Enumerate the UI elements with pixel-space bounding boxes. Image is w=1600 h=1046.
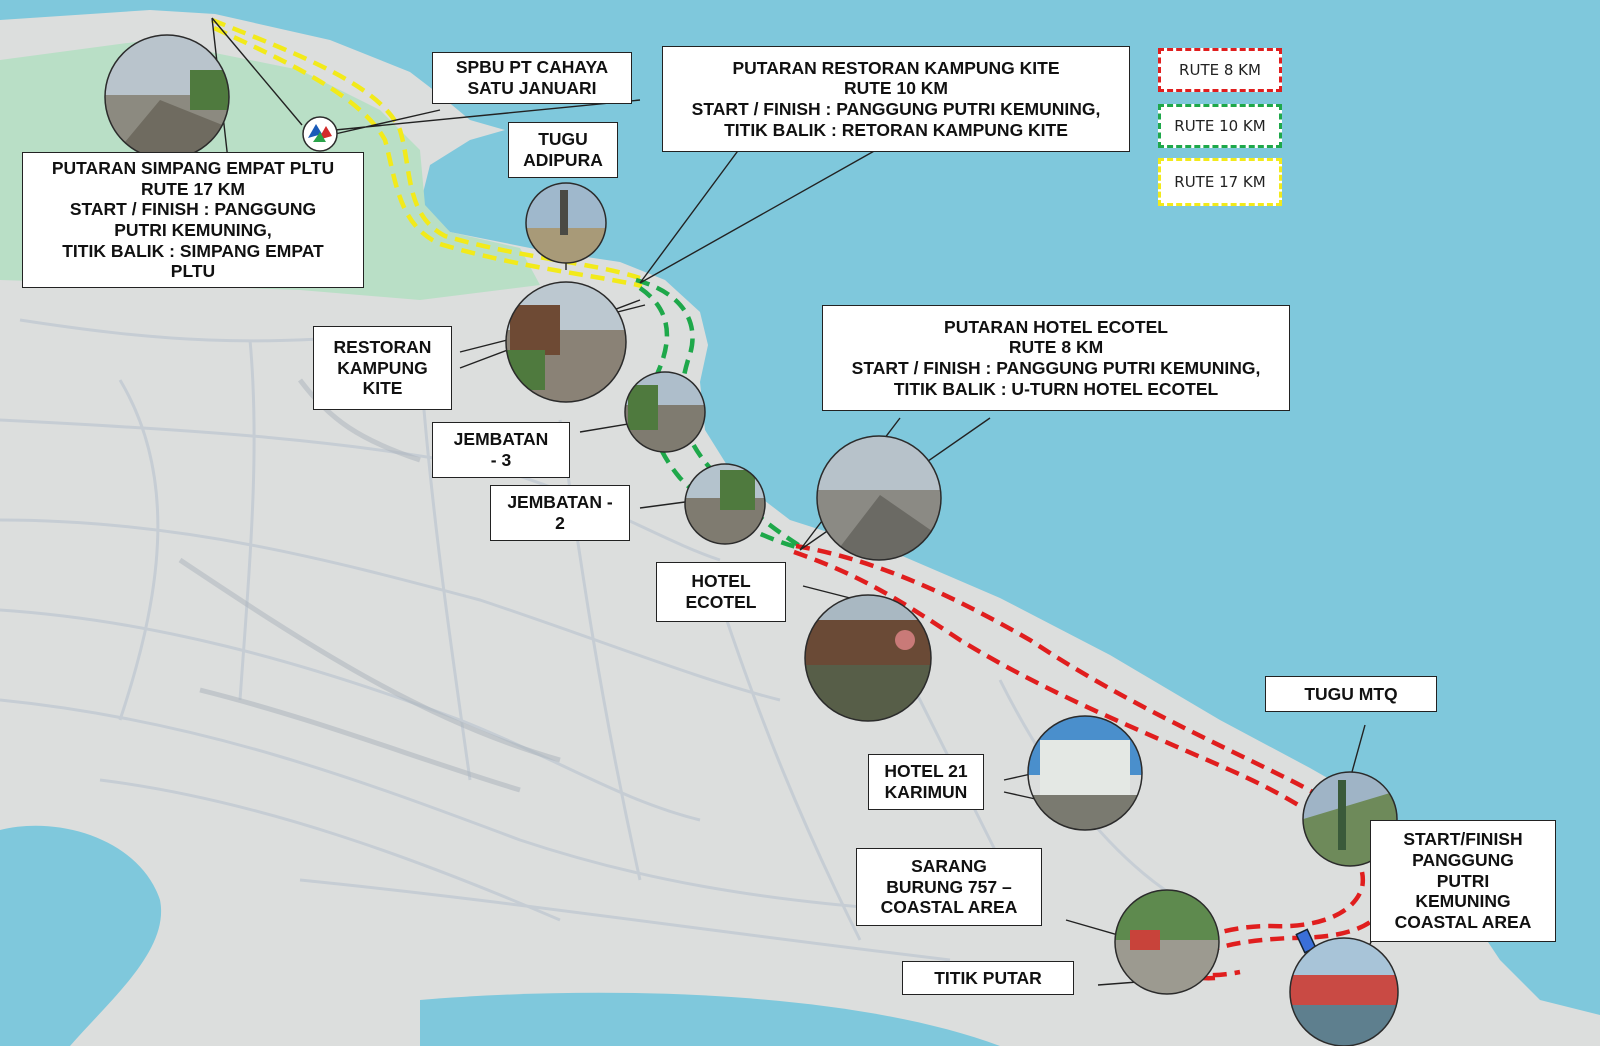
label-line: RESTORAN (333, 337, 432, 358)
label-line: PANGGUNG (1412, 850, 1514, 871)
label-line: TUGU (538, 129, 588, 150)
photo-frame (1027, 715, 1143, 831)
label-line: BURUNG 757 – (886, 876, 1012, 897)
photo-frame (1302, 771, 1398, 867)
label-line: RUTE 10 KM (843, 78, 949, 99)
label-jembatan-2: JEMBATAN - 2 (490, 485, 630, 541)
photo-frame (1289, 937, 1399, 1046)
label-line: RUTE 17 KM (140, 178, 246, 199)
label-line: RUTE 8 KM (1008, 337, 1104, 358)
label-line: HOTEL (691, 571, 751, 592)
photo-frame (525, 182, 607, 264)
label-line: SARANG (911, 856, 987, 877)
label-line: KEMUNING (1415, 891, 1511, 912)
label-line: 2 (555, 513, 565, 533)
label-line: PUTARAN HOTEL ECOTEL (944, 316, 1168, 337)
label-line: ADIPURA (523, 150, 603, 170)
water-inlet (0, 825, 162, 1046)
label-line: COASTAL AREA (880, 897, 1018, 918)
label-line: KARIMUN (884, 782, 968, 802)
label-line: PUTRI KEMUNING, (114, 220, 272, 240)
label-sarang-burung: SARANG BURUNG 757 – COASTAL AREA (856, 848, 1042, 926)
label-tugu-adipura: TUGU ADIPURA (508, 122, 618, 178)
label-line: PUTRI (1436, 870, 1490, 891)
pertamina-icon (302, 116, 338, 152)
label-titik-putar: TITIK PUTAR (902, 961, 1074, 995)
label-line: JEMBATAN (453, 429, 549, 450)
label-line: PUTARAN SIMPANG EMPAT PLTU (51, 158, 335, 179)
photo-frame (804, 594, 932, 722)
label-putaran-kampung-kite: PUTARAN RESTORAN KAMPUNG KITE RUTE 10 KM… (662, 46, 1130, 152)
label-line: TUGU MTQ (1304, 683, 1398, 704)
photo-frame (816, 435, 942, 561)
photo-frame (1114, 889, 1220, 995)
photo-frame (505, 281, 627, 403)
label-line: KITE (362, 378, 403, 399)
label-jembatan-3: JEMBATAN - 3 (432, 422, 570, 478)
label-line: SATU JANUARI (467, 78, 597, 98)
photo-frame (684, 463, 766, 545)
legend-route-8km: RUTE 8 KM (1158, 48, 1282, 92)
label-hotel-ecotel: HOTEL ECOTEL (656, 562, 786, 622)
legend-label: RUTE 10 KM (1174, 117, 1266, 135)
label-line: TITIK BALIK : SIMPANG EMPAT (62, 240, 324, 261)
legend-label: RUTE 17 KM (1174, 173, 1266, 191)
label-line: KAMPUNG (337, 357, 428, 378)
label-line: PUTARAN RESTORAN KAMPUNG KITE (732, 57, 1060, 78)
water-inlet (420, 992, 1000, 1046)
label-line: START / FINISH : PANGGUNG PUTRI KEMUNING… (851, 358, 1261, 378)
legend-label: RUTE 8 KM (1179, 61, 1261, 79)
label-restoran-kampung-kite: RESTORAN KAMPUNG KITE (313, 326, 452, 410)
label-line: - 3 (490, 450, 512, 470)
label-line: START / FINISH : PANGGUNG (69, 199, 317, 220)
road-network-dark (178, 378, 561, 793)
label-line: ECOTEL (685, 592, 757, 612)
label-line: TITIK BALIK : U-TURN HOTEL ECOTEL (893, 378, 1219, 399)
label-line: JEMBATAN - (507, 492, 613, 513)
label-line: COASTAL AREA (1394, 911, 1532, 932)
label-line: TITIK BALIK : RETORAN KAMPUNG KITE (724, 119, 1068, 140)
label-line: TITIK PUTAR (934, 967, 1042, 988)
label-spbu: SPBU PT CAHAYA SATU JANUARI (432, 52, 632, 104)
label-line: START / FINISH : PANGGUNG PUTRI KEMUNING… (691, 99, 1101, 119)
legend-route-10km: RUTE 10 KM (1158, 104, 1282, 148)
route-17km (211, 17, 643, 289)
label-line: HOTEL 21 (884, 761, 968, 782)
label-start-finish: START/FINISH PANGGUNG PUTRI KEMUNING COA… (1370, 820, 1556, 942)
label-line: START/FINISH (1403, 829, 1523, 850)
label-tugu-mtq: TUGU MTQ (1265, 676, 1437, 712)
label-line: SPBU PT CAHAYA (455, 57, 609, 78)
label-putaran-hotel-ecotel: PUTARAN HOTEL ECOTEL RUTE 8 KM START / F… (822, 305, 1290, 411)
label-putaran-pltu: PUTARAN SIMPANG EMPAT PLTU RUTE 17 KM ST… (22, 152, 364, 288)
photo-frame (624, 371, 706, 453)
legend-route-17km: RUTE 17 KM (1158, 158, 1282, 206)
label-line: PLTU (170, 261, 216, 282)
label-hotel-21-karimun: HOTEL 21 KARIMUN (868, 754, 984, 810)
